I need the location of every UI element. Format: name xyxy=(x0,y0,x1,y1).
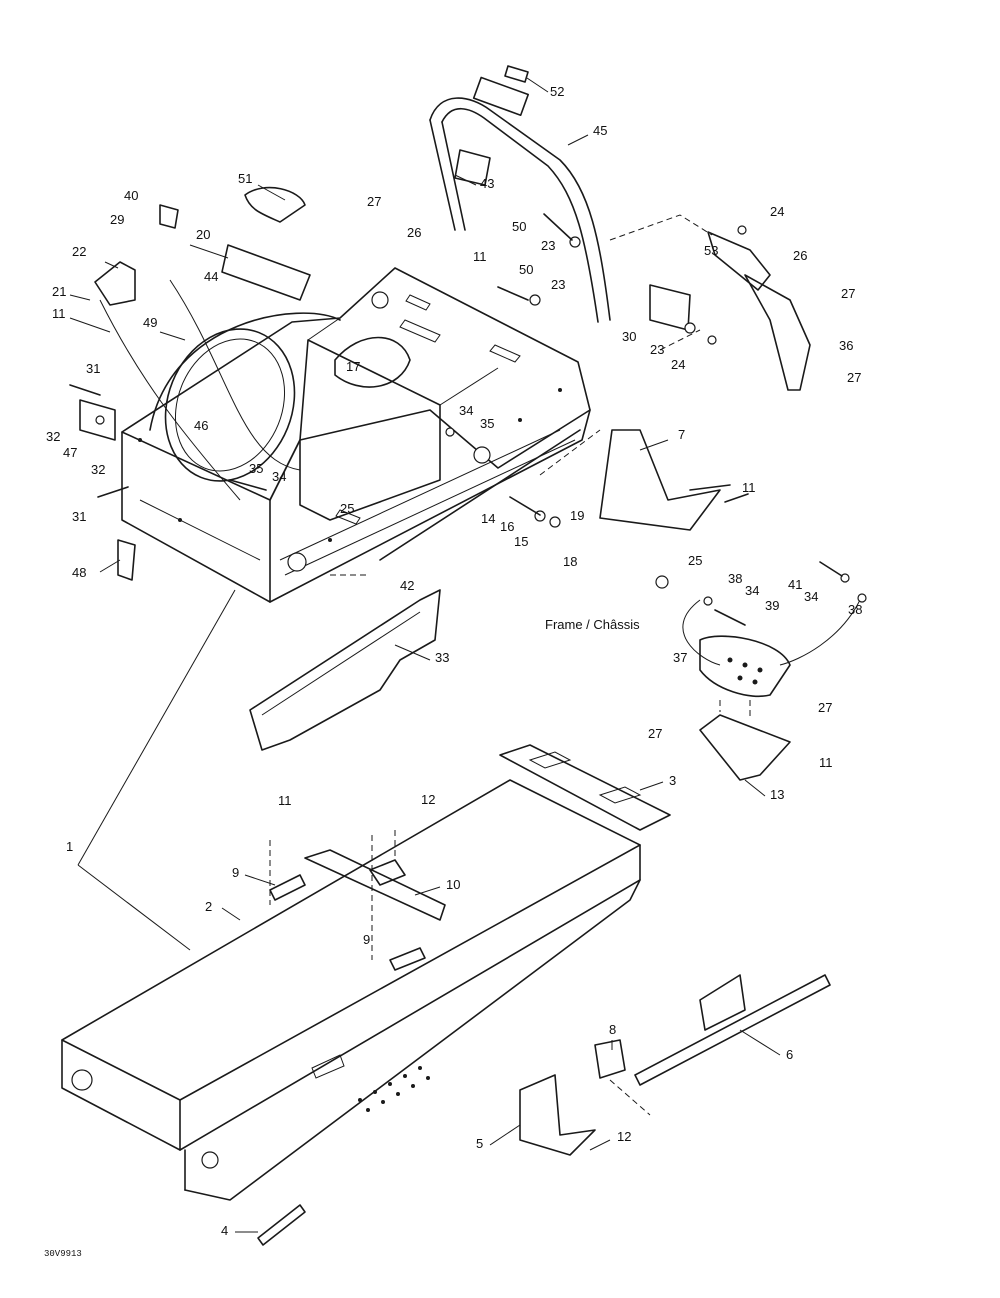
callout-24: 24 xyxy=(770,204,784,219)
callout-12: 12 xyxy=(617,1129,631,1144)
callout-27: 27 xyxy=(367,194,381,209)
lower-rails xyxy=(257,974,831,1246)
left-brackets xyxy=(79,186,311,581)
callout-35: 35 xyxy=(480,416,494,431)
tunnel-2 xyxy=(61,779,641,1201)
callout-23: 23 xyxy=(551,277,565,292)
front-frame-assembly xyxy=(121,267,591,603)
callout-27: 27 xyxy=(818,700,832,715)
callout-52: 52 xyxy=(550,84,564,99)
callout-23: 23 xyxy=(541,238,555,253)
callout-39: 39 xyxy=(765,598,779,613)
callout-14: 14 xyxy=(481,511,495,526)
callout-34: 34 xyxy=(272,469,286,484)
leader-lines xyxy=(69,77,781,1233)
callout-31: 31 xyxy=(72,509,86,524)
callout-49: 49 xyxy=(143,315,157,330)
callout-32: 32 xyxy=(46,429,60,444)
callout-6: 6 xyxy=(786,1047,793,1062)
callout-9: 9 xyxy=(232,865,239,880)
rear-plate-3 xyxy=(499,744,671,831)
callout-18: 18 xyxy=(563,554,577,569)
callout-11: 11 xyxy=(52,306,66,321)
callout-20: 20 xyxy=(196,227,210,242)
callout-10: 10 xyxy=(446,877,460,892)
callout-2: 2 xyxy=(205,899,212,914)
callout-40: 40 xyxy=(124,188,138,203)
callout-27: 27 xyxy=(847,370,861,385)
callout-31: 31 xyxy=(86,361,100,376)
fasteners xyxy=(69,213,867,626)
callout-21: 21 xyxy=(52,284,66,299)
callout-45: 45 xyxy=(593,123,607,138)
callout-27: 27 xyxy=(841,286,855,301)
callout-30: 30 xyxy=(622,329,636,344)
callout-34: 34 xyxy=(459,403,473,418)
tunnel-perforation xyxy=(358,1066,430,1112)
callout-15: 15 xyxy=(514,534,528,549)
drawing-code: 30V9913 xyxy=(44,1249,82,1259)
callout-50: 50 xyxy=(519,262,533,277)
callout-29: 29 xyxy=(110,212,124,227)
steering-column-support xyxy=(429,65,611,323)
callout-12: 12 xyxy=(421,792,435,807)
callout-11: 11 xyxy=(278,793,292,808)
callout-25: 25 xyxy=(688,553,702,568)
callout-33: 33 xyxy=(435,650,449,665)
callout-17: 17 xyxy=(346,359,360,374)
callout-47: 47 xyxy=(63,445,77,460)
cross-members xyxy=(269,849,446,971)
callout-46: 46 xyxy=(194,418,208,433)
callout-38: 38 xyxy=(728,571,742,586)
footrest-assembly xyxy=(699,635,791,781)
callout-8: 8 xyxy=(609,1022,616,1037)
callout-23: 23 xyxy=(650,342,664,357)
callout-42: 42 xyxy=(400,578,414,593)
callout-38: 38 xyxy=(848,602,862,617)
callout-16: 16 xyxy=(500,519,514,534)
right-brackets xyxy=(609,214,811,391)
callout-4: 4 xyxy=(221,1223,228,1238)
side-brace-33 xyxy=(249,589,441,751)
callout-53: 53 xyxy=(704,243,718,258)
callout-5: 5 xyxy=(476,1136,483,1151)
callout-11: 11 xyxy=(819,755,833,770)
callout-35: 35 xyxy=(249,461,263,476)
callout-25: 25 xyxy=(340,501,354,516)
callout-34: 34 xyxy=(745,583,759,598)
callout-32: 32 xyxy=(91,462,105,477)
callout-24: 24 xyxy=(671,357,685,372)
callout-13: 13 xyxy=(770,787,784,802)
callout-41: 41 xyxy=(788,577,802,592)
callout-22: 22 xyxy=(72,244,86,259)
callout-43: 43 xyxy=(480,176,494,191)
assembly-lines xyxy=(99,279,861,1116)
callout-26: 26 xyxy=(407,225,421,240)
frame-caption: Frame / Châssis xyxy=(545,617,640,632)
callout-36: 36 xyxy=(839,338,853,353)
callout-27: 27 xyxy=(648,726,662,741)
callout-1: 1 xyxy=(66,839,73,854)
callout-3: 3 xyxy=(669,773,676,788)
callout-11: 11 xyxy=(473,249,487,264)
callout-48: 48 xyxy=(72,565,86,580)
support-bracket-7 xyxy=(599,429,731,531)
callout-50: 50 xyxy=(512,219,526,234)
callout-37: 37 xyxy=(673,650,687,665)
callout-51: 51 xyxy=(238,171,252,186)
callout-26: 26 xyxy=(793,248,807,263)
callout-11: 11 xyxy=(742,480,756,495)
callout-44: 44 xyxy=(204,269,218,284)
callout-7: 7 xyxy=(678,427,685,442)
callout-9: 9 xyxy=(363,932,370,947)
callout-19: 19 xyxy=(570,508,584,523)
callout-34: 34 xyxy=(804,589,818,604)
